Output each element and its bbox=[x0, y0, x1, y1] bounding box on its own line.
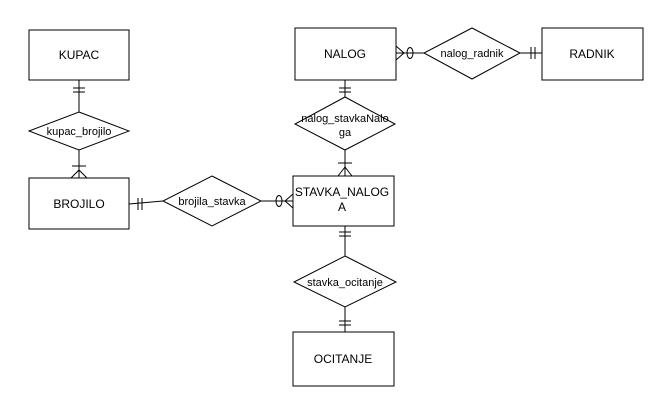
relationship-nalog-stavkanaloga-label-line1: nalog_stavkaNalo bbox=[301, 113, 388, 125]
relationship-kupac-brojilo[interactable]: kupac_brojilo bbox=[27, 111, 131, 151]
relationship-brojila-stavka-label: brojila_stavka bbox=[178, 196, 246, 208]
relationship-stavka-ocitanje-label: stavka_ocitanje bbox=[307, 277, 383, 289]
mandatory-many-marker bbox=[337, 162, 353, 177]
relationship-nalog-radnik-label: nalog_radnik bbox=[441, 48, 504, 60]
relationship-stavka-ocitanje[interactable]: stavka_ocitanje bbox=[292, 255, 398, 308]
connector-brojilo-brojila-stavka bbox=[128, 200, 164, 205]
entity-kupac-label: KUPAC bbox=[59, 48, 100, 62]
entity-kupac[interactable]: KUPAC bbox=[28, 29, 130, 81]
mandatory-one-marker bbox=[137, 198, 143, 210]
entity-nalog[interactable]: NALOG bbox=[294, 27, 397, 81]
cardinality-markers bbox=[70, 45, 536, 326]
mandatory-one-marker bbox=[339, 231, 351, 237]
optional-many-marker bbox=[395, 45, 414, 61]
entity-stavka-naloga[interactable]: STAVKA_NALOG A bbox=[292, 175, 395, 227]
mandatory-one-marker bbox=[73, 87, 85, 93]
relationship-kupac-brojilo-label: kupac_brojilo bbox=[47, 126, 112, 138]
mandatory-one-marker bbox=[339, 320, 351, 326]
optional-many-marker bbox=[275, 193, 294, 209]
mandatory-many-marker bbox=[70, 165, 88, 179]
mandatory-one-marker bbox=[530, 47, 536, 59]
entity-stavka-naloga-label-line2: A bbox=[338, 200, 346, 214]
entity-ocitanje[interactable]: OCITANJE bbox=[292, 331, 395, 387]
entity-nalog-label: NALOG bbox=[324, 47, 366, 61]
entity-brojilo[interactable]: BROJILO bbox=[28, 177, 130, 230]
mandatory-one-marker bbox=[339, 87, 351, 93]
relationship-nalog-radnik[interactable]: nalog_radnik bbox=[422, 27, 522, 80]
relationship-brojila-stavka[interactable]: brojila_stavka bbox=[161, 175, 263, 227]
entity-stavka-naloga-label-line1: STAVKA_NALOG bbox=[295, 185, 389, 199]
relationship-nalog-stavkanaloga[interactable]: nalog_stavkaNalo ga bbox=[293, 96, 397, 151]
relationship-nalog-stavkanaloga-label-line2: ga bbox=[339, 127, 352, 139]
entity-radnik[interactable]: RADNIK bbox=[541, 27, 644, 81]
entity-radnik-label: RADNIK bbox=[569, 47, 614, 61]
entity-ocitanje-label: OCITANJE bbox=[314, 352, 372, 366]
entity-brojilo-label: BROJILO bbox=[53, 197, 104, 211]
